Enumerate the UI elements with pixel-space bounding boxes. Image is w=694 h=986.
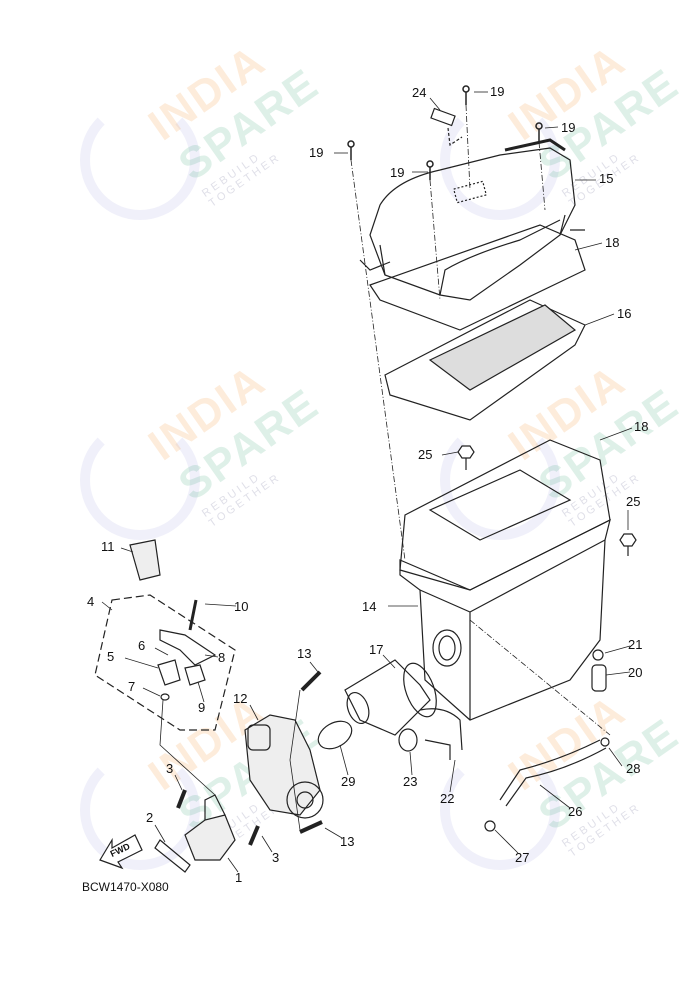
callout-13: 13 (340, 834, 355, 849)
callout-8: 8 (218, 650, 226, 665)
callout-28: 28 (626, 761, 641, 776)
air-cleaner-cover (369, 147, 576, 301)
callout-4: 4 (87, 594, 95, 609)
callout-12: 12 (233, 691, 248, 706)
throttle-body (244, 714, 321, 816)
intake-joint (344, 659, 431, 736)
callout-22: 22 (440, 791, 455, 806)
gasket-upper (369, 224, 586, 331)
callout-19: 19 (490, 84, 505, 99)
callout-18: 18 (634, 419, 649, 434)
gasket-lower (399, 439, 611, 591)
callout-1: 1 (235, 870, 243, 885)
callout-21: 21 (628, 637, 643, 652)
callout-2: 2 (146, 810, 154, 825)
callout-17: 17 (369, 642, 384, 657)
callout-25: 25 (418, 447, 433, 462)
diagram-code: BCW1470-X080 (82, 880, 169, 894)
callout-9: 9 (198, 700, 206, 715)
callout-5: 5 (107, 649, 115, 664)
air-filter-element (384, 299, 586, 421)
air-cleaner-case (399, 518, 611, 721)
callout-15: 15 (599, 171, 614, 186)
callout-20: 20 (628, 665, 643, 680)
callout-19: 19 (561, 120, 576, 135)
callout-16: 16 (617, 306, 632, 321)
callout-27: 27 (515, 850, 530, 865)
callout-19: 19 (309, 145, 324, 160)
callout-10: 10 (234, 599, 249, 614)
callout-7: 7 (128, 679, 136, 694)
fwd-arrow (99, 834, 143, 870)
callout-3: 3 (272, 850, 280, 865)
callout-29: 29 (341, 774, 356, 789)
callout-11: 11 (101, 539, 115, 554)
callout-24: 24 (412, 85, 427, 100)
callout-14: 14 (362, 599, 377, 614)
breather-hose (499, 739, 607, 807)
screw-19 (347, 85, 543, 180)
callout-19: 19 (390, 165, 405, 180)
callout-3: 3 (166, 761, 174, 776)
callout-13: 13 (297, 646, 312, 661)
callout-6: 6 (138, 638, 146, 653)
callout-26: 26 (568, 804, 583, 819)
intake-manifold (184, 814, 236, 861)
callout-23: 23 (403, 774, 418, 789)
callout-18: 18 (605, 235, 620, 250)
callout-25: 25 (626, 494, 641, 509)
